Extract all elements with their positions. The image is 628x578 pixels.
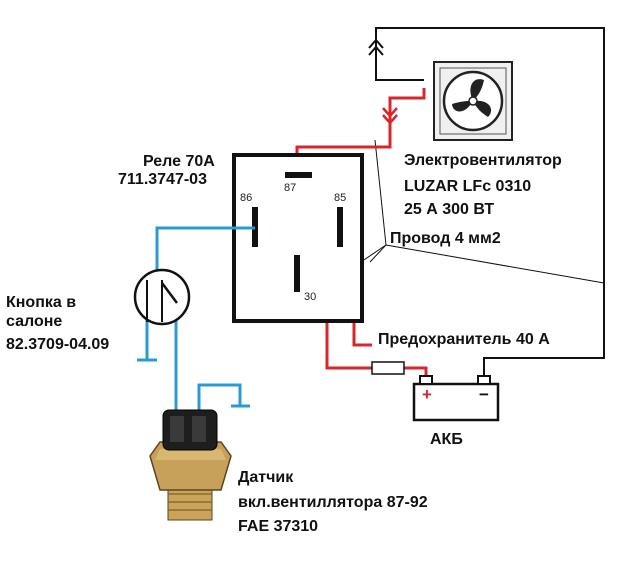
fan-title: Электровентилятор xyxy=(404,152,562,169)
battery-minus-sign: − xyxy=(479,385,489,404)
battery-icon xyxy=(412,375,500,422)
chevron-down-icon xyxy=(382,107,398,125)
switch-icon xyxy=(133,268,191,326)
battery-plus-sign: + xyxy=(422,385,432,404)
sensor-model: FAE 37310 xyxy=(238,518,318,535)
fan-icon xyxy=(433,61,513,141)
relay-pin-87-label: 87 xyxy=(284,182,296,194)
chevron-up-icon xyxy=(368,38,384,56)
fuse-icon xyxy=(371,361,405,375)
relay-icon xyxy=(232,153,364,323)
relay-pin-30-label: 30 xyxy=(304,291,316,303)
button-model: 82.3709-04.09 xyxy=(6,336,109,353)
fan-specs: 25 А 300 ВТ xyxy=(404,201,494,218)
sensor-icon xyxy=(149,409,232,521)
fan-model: LUZAR LFc 0310 xyxy=(404,178,531,195)
fan-ground-wire xyxy=(375,27,605,376)
button-label-line1: Кнопка в xyxy=(6,294,76,311)
relay-pin-85-label: 85 xyxy=(334,192,346,204)
wire-label: Провод 4 мм2 xyxy=(390,230,501,247)
sensor-label-line1: Датчик xyxy=(238,469,294,486)
relay-title: Реле 70А xyxy=(143,153,215,170)
relay-model: 711.3747-03 xyxy=(118,171,207,188)
sensor-label-line2: вкл.вентиллятора 87-92 xyxy=(238,494,428,511)
relay-pin-86-label: 86 xyxy=(240,192,252,204)
fuse-label: Предохранитель 40 А xyxy=(378,331,550,348)
button-label-line2: салоне xyxy=(6,313,62,330)
battery-label: АКБ xyxy=(430,431,463,448)
ground-icon xyxy=(137,358,250,408)
